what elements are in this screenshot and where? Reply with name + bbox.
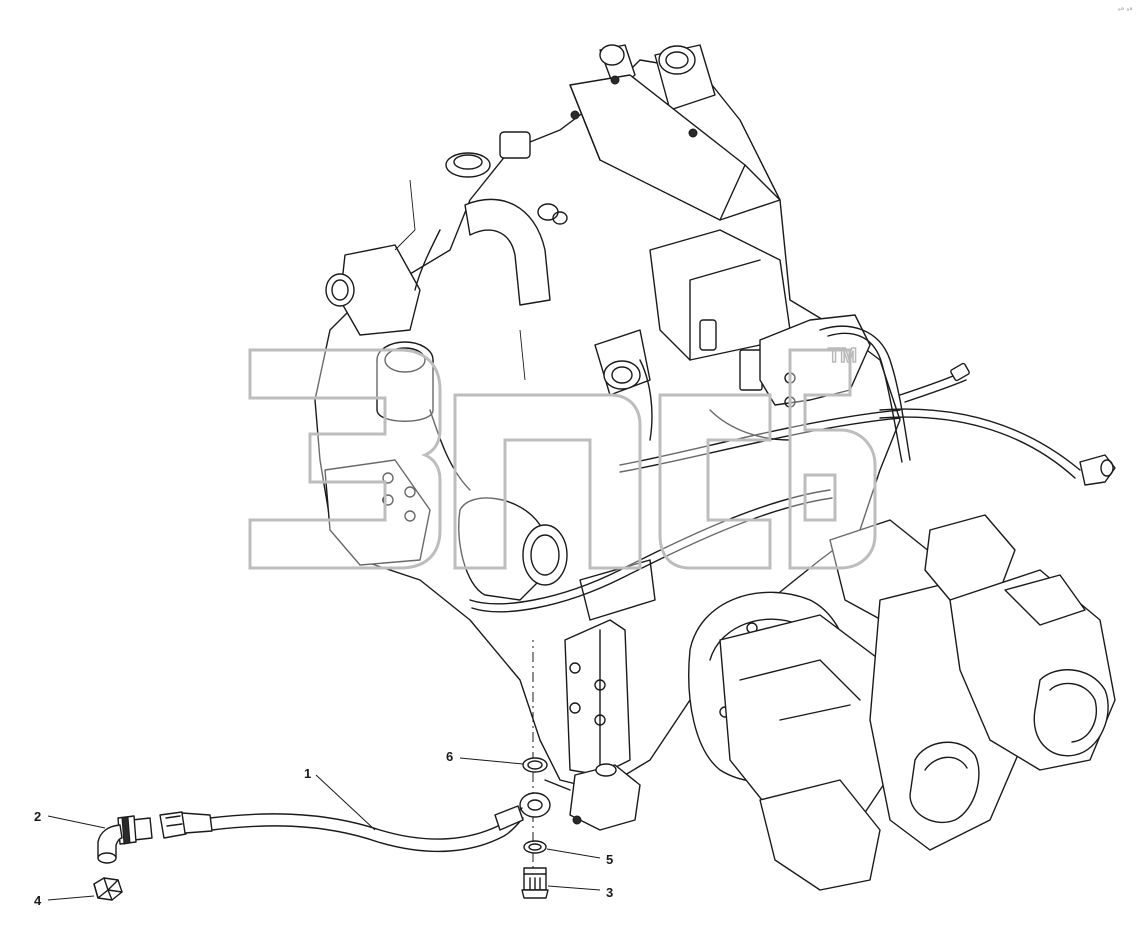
leader-3 bbox=[547, 885, 601, 891]
part-4-cap-nut bbox=[93, 877, 123, 901]
callout-6: 6 bbox=[446, 749, 453, 764]
callouts: 1 2 3 4 5 6 bbox=[34, 749, 613, 908]
engine-block bbox=[314, 44, 1116, 891]
callout-3: 3 bbox=[606, 885, 613, 900]
leader-1 bbox=[315, 774, 376, 831]
part-3-banjo-bolt bbox=[521, 867, 549, 899]
callout-5: 5 bbox=[606, 852, 613, 867]
watermark-trademark: TM bbox=[828, 345, 857, 367]
callout-4: 4 bbox=[34, 893, 42, 908]
leader-4 bbox=[47, 895, 95, 901]
part-6-washer bbox=[522, 757, 548, 773]
corner-mark: ᵃ° ᵃ° bbox=[1118, 7, 1133, 15]
part-2-elbow-fitting bbox=[97, 815, 153, 864]
banjo-eye bbox=[519, 792, 551, 818]
leader-6 bbox=[459, 757, 524, 765]
leader-5 bbox=[546, 848, 601, 859]
watermark-logo: TM bbox=[248, 344, 877, 570]
part-5-washer bbox=[523, 840, 547, 854]
leader-2 bbox=[47, 815, 106, 829]
callout-1: 1 bbox=[304, 766, 311, 781]
callout-2: 2 bbox=[34, 809, 41, 824]
engine-hoses bbox=[394, 179, 1116, 613]
part-1-hose bbox=[159, 805, 524, 853]
